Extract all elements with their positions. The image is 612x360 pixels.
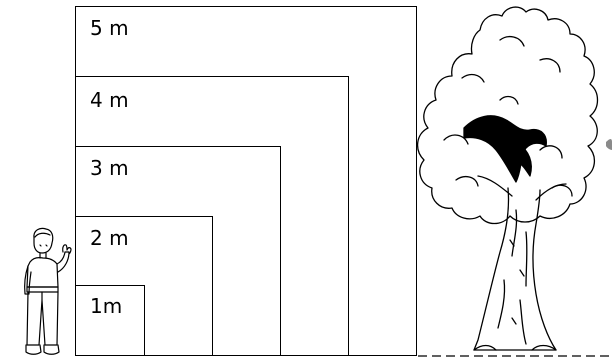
edge-grey-mark [606,139,612,150]
tree-illustration [418,7,598,350]
person-illustration [25,228,71,354]
